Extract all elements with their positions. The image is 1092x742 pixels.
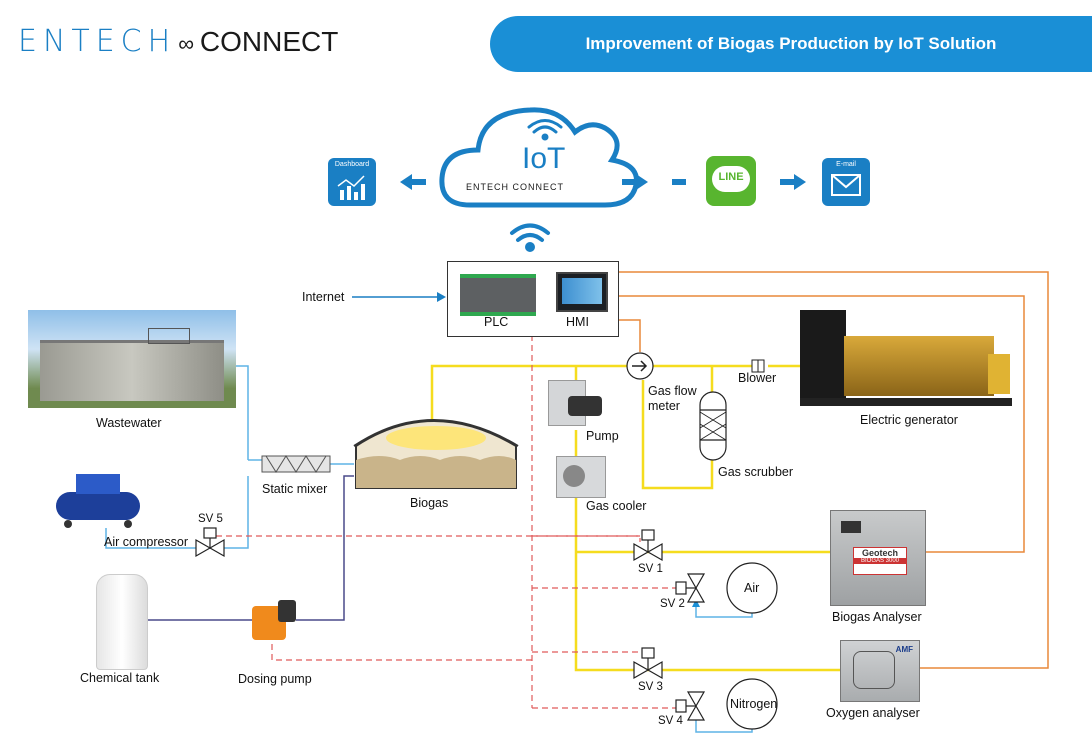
pump-label: Pump	[586, 429, 619, 443]
cloud-brand: ENTECH CONNECT	[466, 182, 565, 192]
dashboard-icon[interactable]: Dashboard	[328, 158, 376, 206]
sv4-label: SV 4	[658, 715, 683, 727]
static-mixer-icon	[261, 455, 331, 473]
static-mixer-label: Static mixer	[262, 482, 328, 496]
plc-label: PLC	[484, 315, 509, 329]
internet-arrow-icon	[437, 292, 446, 302]
geotech-model: BIOGAS 3000	[854, 558, 906, 564]
brand-link-icon: ∞	[178, 32, 194, 57]
electric-generator-image	[800, 310, 1012, 406]
biogas-analyser-image: Geotech BIOGAS 3000	[830, 510, 926, 606]
dosing-pump-label: Dosing pump	[238, 672, 312, 686]
pump-image	[548, 380, 602, 430]
wastewater-tank-image	[28, 310, 236, 408]
oxygen-analyser-image: AMF	[840, 640, 920, 702]
gas-flow-meter-label-2: meter	[648, 399, 680, 413]
dashboard-label: Dashboard	[334, 161, 370, 168]
biogas-label: Biogas	[410, 496, 449, 510]
geotech-brand: Geotech	[861, 548, 898, 558]
sv2-label: SV 2	[660, 598, 685, 610]
hmi-image	[556, 272, 608, 312]
wastewater-label: Wastewater	[96, 416, 162, 430]
brand-logo: ENTECH∞CONNECT	[18, 24, 338, 59]
brand-rest-text: CONNECT	[199, 26, 339, 57]
title-banner: Improvement of Biogas Production by IoT …	[490, 16, 1092, 72]
biogas-analyser-label: Biogas Analyser	[832, 610, 922, 624]
air-label: Air	[744, 581, 760, 595]
gas-scrubber-label: Gas scrubber	[718, 465, 794, 479]
biogas-digester-icon	[353, 419, 519, 489]
dash-segment-icon	[672, 179, 686, 185]
gas-flow-meter-label-1: Gas flow	[648, 384, 697, 398]
electric-generator-label: Electric generator	[860, 413, 958, 427]
air-compressor-label: Air compressor	[104, 535, 189, 549]
banner-title: Improvement of Biogas Production by IoT …	[585, 34, 997, 53]
chemical-tank-label: Chemical tank	[80, 671, 160, 685]
envelope-icon	[831, 174, 861, 196]
dosing-pump-image	[252, 600, 296, 644]
gas-cooler-label: Gas cooler	[586, 499, 647, 513]
arrow-to-email-icon	[780, 174, 806, 190]
sv5-label: SV 5	[198, 513, 223, 525]
plc-image	[460, 274, 536, 316]
arrow-to-dashboard-icon	[400, 174, 426, 190]
air-arrow-up-icon	[692, 599, 700, 607]
arrow-to-line-icon	[622, 174, 648, 190]
hmi-label: HMI	[566, 315, 589, 329]
sv1-label: SV 1	[638, 563, 663, 575]
blower-label: Blower	[738, 371, 777, 385]
oxygen-analyser-label: Oxygen analyser	[826, 706, 920, 720]
gas-cooler-image	[556, 456, 606, 498]
cloud-wifi-icon	[527, 119, 563, 141]
nitrogen-cylinder-icon	[726, 678, 778, 730]
chemical-tank-image	[96, 574, 148, 670]
control-panel: PLC HMI	[447, 261, 619, 337]
air-cylinder-icon	[726, 562, 778, 614]
wifi-icon	[510, 223, 550, 252]
email-label: E-mail	[836, 161, 856, 168]
line-app-icon[interactable]: LINE	[706, 156, 756, 206]
dashboard-chart-icon	[337, 175, 365, 200]
email-icon[interactable]: E-mail	[822, 158, 870, 206]
brand-main-text: ENTECH	[18, 24, 177, 59]
gas-scrubber-icon	[699, 391, 727, 461]
sv3-label: SV 3	[638, 681, 663, 693]
amf-brand: AMF	[895, 645, 913, 654]
internet-label: Internet	[302, 290, 345, 304]
air-compressor-image	[56, 470, 144, 528]
iot-title: IoT	[522, 142, 566, 175]
line-label: LINE	[718, 171, 744, 183]
nitrogen-label: Nitrogen	[730, 697, 778, 711]
